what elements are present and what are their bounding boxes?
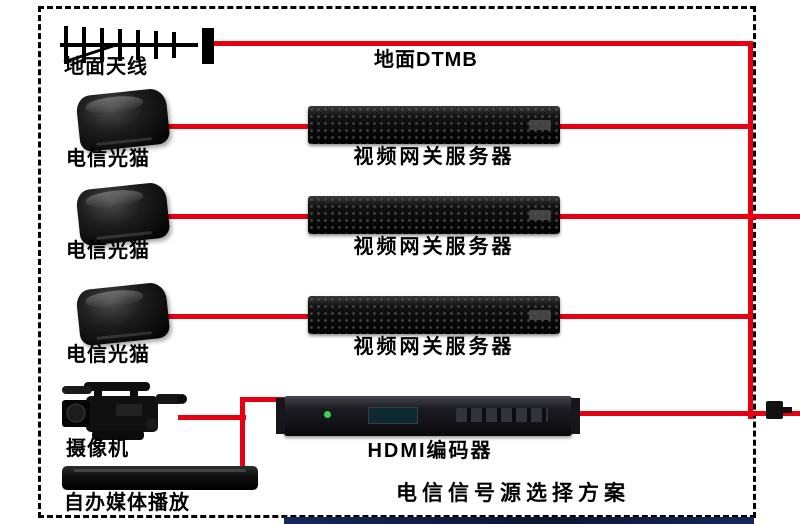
rack-ear-left (276, 398, 285, 434)
connection-line-antenna-to-bus (208, 41, 753, 46)
optical-modem-icon (75, 87, 171, 153)
camera-label: 摄像机 (66, 438, 129, 460)
optical-modem-icon (75, 281, 171, 347)
diagram-title: 电信信号源选择方案 (396, 482, 630, 505)
gateway-label: 视频网关服务器 (353, 146, 515, 168)
gateway-server-icon (308, 296, 560, 334)
bus-line (748, 41, 753, 419)
encoder-led (324, 411, 331, 418)
bottom-device-edge (284, 517, 754, 524)
gateway-label: 视频网关服务器 (353, 336, 515, 358)
gateway-server-icon (308, 106, 560, 144)
modem-label: 电信光猫 (66, 148, 150, 170)
optical-modem-icon (75, 181, 171, 247)
antenna-label: 地面天线 (64, 56, 148, 78)
media-player-label: 自办媒体播放 (64, 492, 190, 514)
gateway-server-icon (308, 196, 560, 234)
modem-label: 电信光猫 (66, 240, 150, 262)
camcorder-icon (60, 380, 190, 448)
encoder-ports (456, 408, 548, 422)
gateway-label: 视频网关服务器 (353, 236, 515, 258)
dtmb-label: 地面DTMB (374, 49, 478, 71)
connection-line-bracket-vertical (240, 397, 245, 470)
diagram-border (38, 6, 756, 518)
connection-line-bracket-to-encoder (240, 397, 286, 402)
hdmi-encoder-icon (276, 396, 580, 436)
media-player-box-icon (62, 466, 258, 490)
rf-connector-icon (766, 401, 792, 419)
yagi-antenna-icon (58, 22, 223, 68)
rack-ear-right (571, 398, 580, 434)
connection-line-camera (178, 415, 246, 420)
encoder-screen (368, 407, 418, 424)
modem-label: 电信光猫 (66, 344, 150, 366)
connection-line-encoder-output (565, 411, 800, 416)
encoder-label: HDMI编码器 (367, 440, 493, 462)
